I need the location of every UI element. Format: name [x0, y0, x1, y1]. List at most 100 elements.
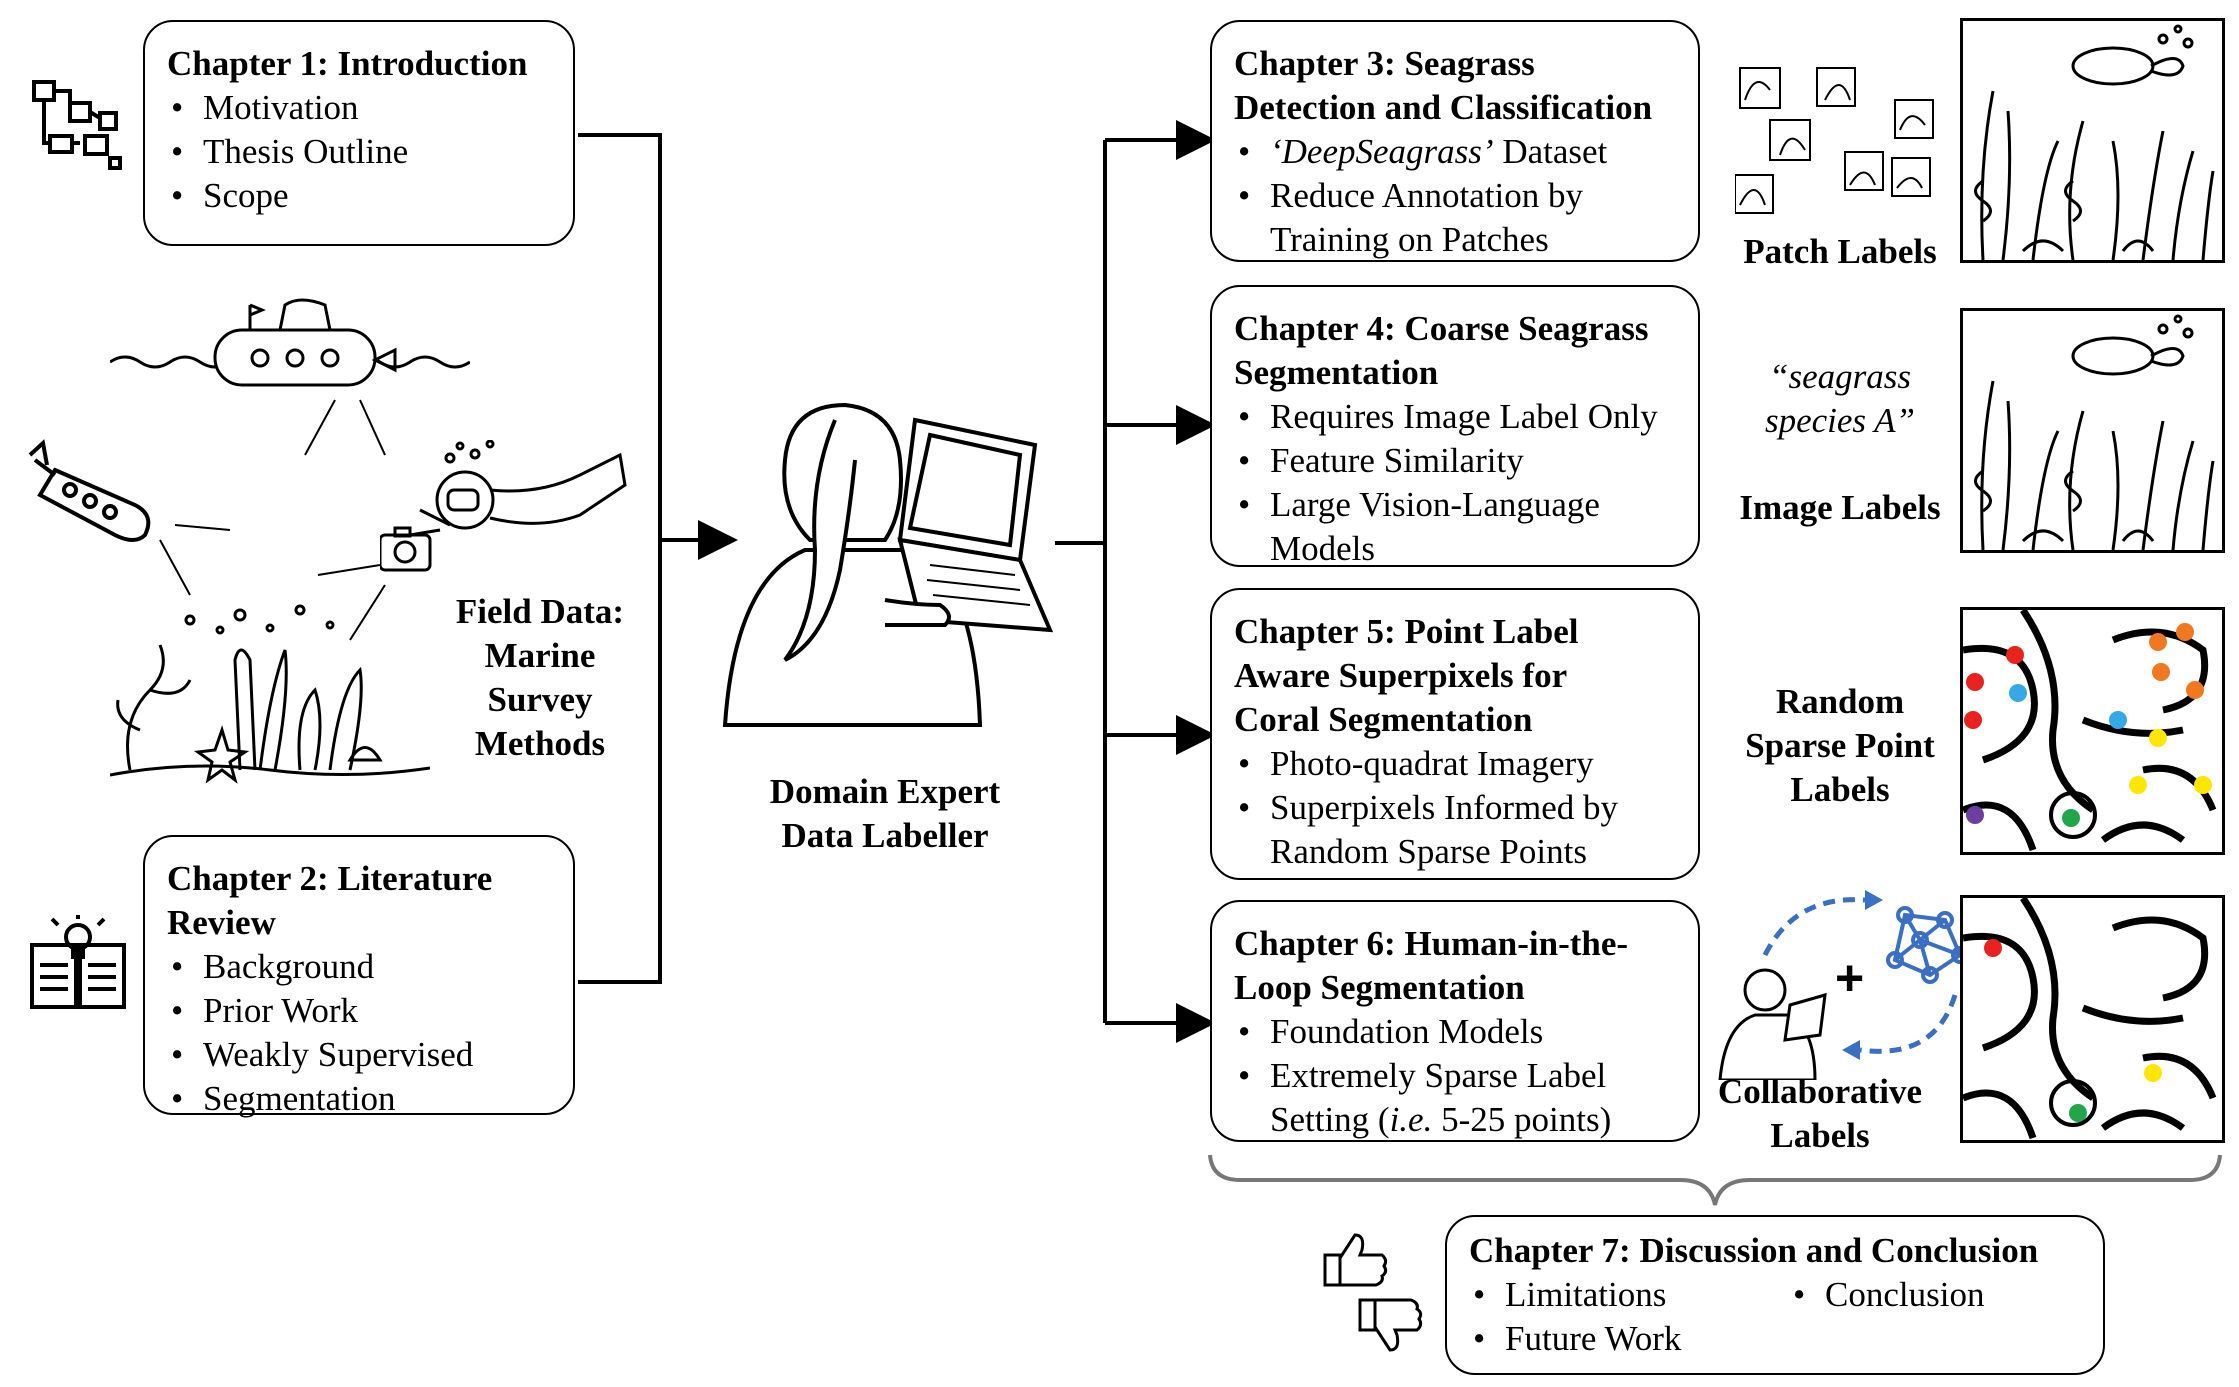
- chapter5-title-line1: Chapter 5: Point Label: [1234, 612, 1579, 651]
- field-data-line: Marine: [484, 636, 596, 675]
- list-item: Foundation Models: [1234, 1010, 1676, 1054]
- left-bracket-line: [578, 133, 662, 984]
- thumbs-down-icon: [1358, 1298, 1423, 1352]
- dataset-name: ‘DeepSeagrass’: [1270, 132, 1494, 171]
- list-item-continuation: Segmentation: [167, 1077, 551, 1121]
- point-label-dot: [2069, 1104, 2087, 1122]
- chapter4-title-line2: Segmentation: [1234, 353, 1439, 392]
- center-line1: Domain Expert: [769, 772, 1001, 811]
- chapter3-box: Chapter 3: Seagrass Detection and Classi…: [1210, 20, 1700, 262]
- list-item: Scope: [167, 174, 551, 218]
- point-label-dot: [2152, 663, 2170, 681]
- list-item-text: Dataset: [1493, 132, 1608, 171]
- coral-panel-collab: [1960, 895, 2225, 1143]
- list-item: Feature Similarity: [1234, 439, 1676, 483]
- sparse-points-layer: [1964, 623, 2212, 827]
- brace: [1208, 1154, 2222, 1206]
- coral-panel-sparse: [1960, 607, 2225, 855]
- seagrass-illustration: [1974, 314, 2215, 551]
- field-data-line: Methods: [474, 724, 606, 763]
- chapter5-title-line2: Aware Superpixels for: [1234, 656, 1568, 695]
- coral-illustration: [1961, 896, 2217, 1140]
- label-line: Labels: [1770, 1116, 1870, 1155]
- point-label-dot: [2006, 646, 2024, 664]
- seagrass-panel-image: [1960, 308, 2225, 553]
- chapter3-title-line2: Detection and Classification: [1234, 88, 1653, 127]
- point-label-dot: [2109, 711, 2127, 729]
- chapter2-box: Chapter 2: Literature Review Background …: [143, 835, 575, 1121]
- point-label-dot: [2009, 684, 2027, 702]
- point-label-dot: [1966, 673, 1984, 691]
- chapter7-title: Chapter 7: Discussion and Conclusion: [1469, 1231, 2039, 1270]
- quote-line: “seagrass: [1769, 357, 1911, 396]
- plus-sign: +: [1835, 950, 1864, 1006]
- seagrass-illustration: [1974, 24, 2215, 261]
- image-labels-label: Image Labels: [1739, 488, 1941, 527]
- rov-icon: [28, 439, 151, 542]
- list-item: ‘DeepSeagrass’ Dataset: [1234, 130, 1676, 174]
- chapter3-title-line1: Chapter 3: Seagrass: [1234, 44, 1535, 83]
- seagrass-panel-patch: [1960, 18, 2225, 263]
- collab-points-layer: [1984, 939, 2162, 1122]
- list-item-text: Setting (: [1270, 1100, 1390, 1139]
- chapter1-title: Chapter 1: Introduction: [167, 44, 528, 83]
- list-item-text: Superpixels Informed by: [1270, 788, 1618, 827]
- collaborative-labels-label: Collaborative Labels: [1700, 1070, 1940, 1158]
- list-item-text: Reduce Annotation by: [1270, 176, 1584, 215]
- submarine-icon: [110, 298, 470, 387]
- field-data-line: Field Data:: [455, 592, 625, 631]
- list-item: Motivation: [167, 86, 551, 130]
- center-line2: Data Labeller: [781, 816, 989, 855]
- point-label-dot: [1964, 711, 1982, 729]
- point-label-dot: [2144, 1064, 2162, 1082]
- image-label-quote: “seagrass species A”: [1720, 355, 1960, 443]
- label-line: Collaborative: [1717, 1072, 1923, 1111]
- list-item-text: Extremely Sparse Label: [1270, 1056, 1607, 1095]
- point-label-dot: [2186, 681, 2204, 699]
- thumbs-up-icon: [1323, 1233, 1388, 1287]
- list-item: Prior Work: [167, 989, 551, 1033]
- chapter2-title-line1: Chapter 2: Literature: [167, 859, 493, 898]
- list-item: Future Work: [1469, 1317, 1789, 1361]
- book-lightbulb-icon: [30, 915, 126, 1009]
- field-data-label: Field Data: Marine Survey Methods: [430, 590, 650, 766]
- list-item-text: Segmentation: [203, 1079, 396, 1118]
- survey-links: [159, 399, 386, 641]
- random-sparse-label: Random Sparse Point Labels: [1720, 680, 1960, 812]
- field-data-line: Survey: [487, 680, 593, 719]
- flowchart-icon: [32, 80, 122, 170]
- list-item-text: 5-25 points): [1432, 1100, 1612, 1139]
- point-label-dot: [1966, 806, 1984, 824]
- list-item-text: Training on Patches: [1270, 220, 1549, 259]
- collaboration-icon: +: [1718, 890, 1965, 1080]
- list-item: Photo-quadrat Imagery: [1234, 742, 1676, 786]
- point-label-dot: [2194, 776, 2212, 794]
- list-item: Thesis Outline: [167, 130, 551, 174]
- domain-expert-label: Domain Expert Data Labeller: [715, 770, 1055, 858]
- point-label-dot: [1984, 939, 2002, 957]
- list-item-text: Large Vision-Language: [1270, 485, 1600, 524]
- chapter6-title-line2: Loop Segmentation: [1234, 968, 1525, 1007]
- quote-line: species A”: [1764, 401, 1916, 440]
- list-item-text: i.e.: [1389, 1100, 1433, 1139]
- label-line: Labels: [1790, 770, 1890, 809]
- point-label-dot: [2062, 809, 2080, 827]
- list-item-text: Random Sparse Points: [1270, 832, 1587, 871]
- labeller-person-icon: [722, 402, 1054, 727]
- point-label-dot: [2149, 633, 2167, 651]
- chapter6-title-line1: Chapter 6: Human-in-the-: [1234, 924, 1629, 963]
- list-item-text: Models: [1270, 529, 1375, 568]
- chapter5-title-line3: Coral Segmentation: [1234, 700, 1533, 739]
- list-item: Requires Image Label Only: [1234, 395, 1676, 439]
- list-item: Reduce Annotation by Training on Patches: [1234, 174, 1676, 262]
- chapter4-title-line1: Chapter 4: Coarse Seagrass: [1234, 309, 1649, 348]
- patch-labels-label: Patch Labels: [1743, 232, 1937, 271]
- chapter1-box: Chapter 1: Introduction Motivation Thesi…: [143, 20, 575, 246]
- chapter5-box: Chapter 5: Point Label Aware Superpixels…: [1210, 588, 1700, 880]
- chapter6-box: Chapter 6: Human-in-the- Loop Segmentati…: [1210, 900, 1700, 1142]
- coral-illustration: [1961, 608, 2217, 852]
- list-item: Background: [167, 945, 551, 989]
- chapter4-box: Chapter 4: Coarse Seagrass Segmentation …: [1210, 285, 1700, 568]
